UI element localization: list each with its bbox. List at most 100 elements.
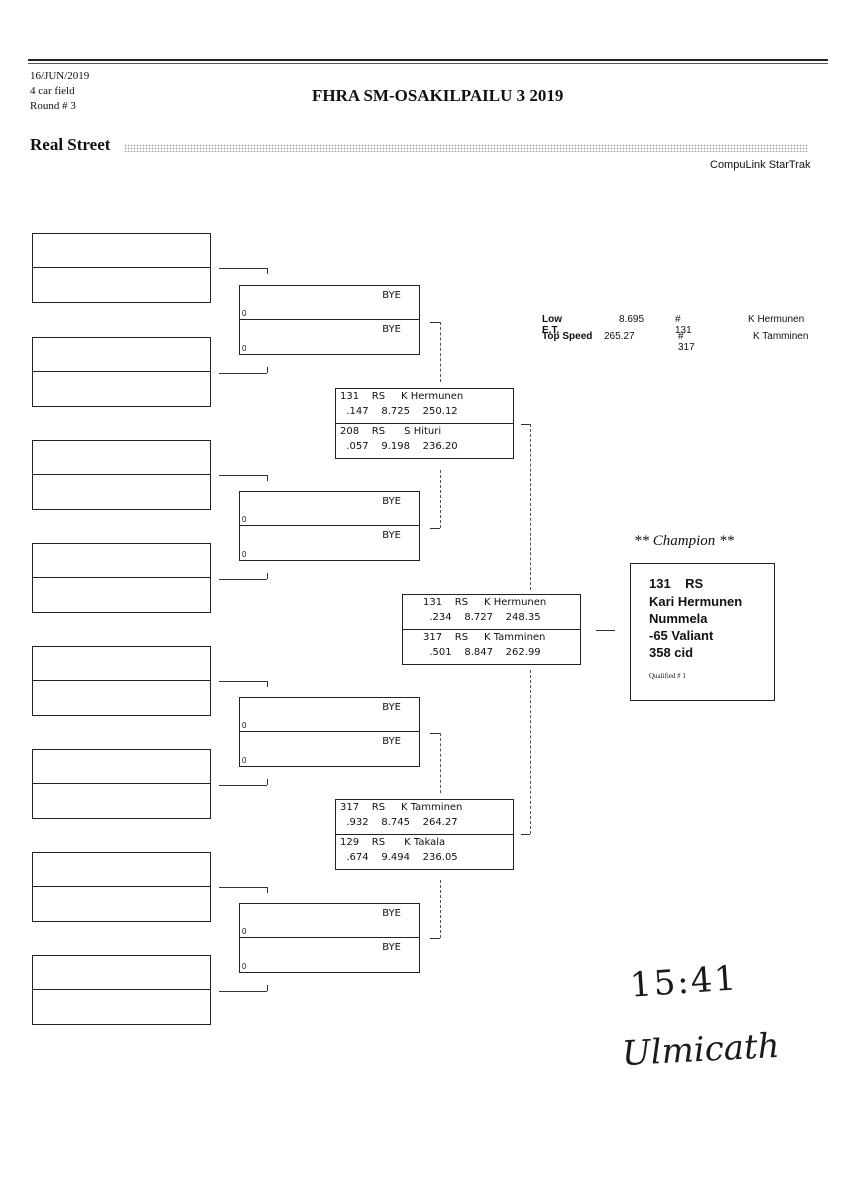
lane-slot [33,681,210,715]
connector [440,322,441,382]
connector [430,938,440,939]
round-number: Round # 3 [30,100,76,112]
connector [521,834,530,835]
r1-pair-2 [32,337,211,407]
connector [219,681,267,682]
r1-pair-1 [32,233,211,303]
semi-1-lane-bottom: 208 RS S Hituri .057 9.198 236.20 [336,424,513,459]
dotted-bar [124,144,808,152]
connector [219,268,267,269]
low-et-value: 8.695 [619,314,645,325]
champion-car: -65 Valiant [649,628,714,643]
connector [219,475,267,476]
champion-title: ** Champion ** [634,533,735,549]
zero-label: 0 [242,515,247,524]
connector [530,670,531,834]
lane-slot: BYE 0 [240,732,419,766]
connector [267,681,268,687]
class-name: Real Street [30,135,111,154]
connector [219,579,267,580]
semi-2: 317 RS K Tamminen .932 8.745 264.27 129 … [335,799,514,870]
bye-label: BYE [382,324,401,335]
bye-label: BYE [382,736,401,747]
champion-number-class: 131 RS [649,576,704,591]
event-date: 16/JUN/2019 [30,70,90,82]
lane-slot [33,647,210,681]
zero-label: 0 [242,927,247,936]
top-speed-label: Top Speed [542,331,593,342]
bye-label: BYE [382,908,401,919]
semi-1: 131 RS K Hermunen .147 8.725 250.12 208 … [335,388,514,459]
lane-slot [33,234,210,268]
connector [440,470,441,528]
r1-pair-7 [32,852,211,922]
connector [430,733,440,734]
connector [521,424,530,425]
r1-pair-3 [32,440,211,510]
connector [430,322,440,323]
final-box: 131 RS K Hermunen .234 8.727 248.35 317 … [402,594,581,665]
top-speed-value: 265.27 [604,331,635,342]
connector [267,573,268,579]
semi-2-lane-top: 317 RS K Tamminen .932 8.745 264.27 [336,800,513,835]
zero-label: 0 [242,756,247,765]
zero-label: 0 [242,721,247,730]
connector [267,985,268,991]
lane-slot [33,750,210,784]
zero-label: 0 [242,962,247,971]
lane-slot [33,990,210,1024]
result-line: .932 8.745 264.27 [340,817,458,828]
connector [430,528,440,529]
lane-slot [33,887,210,921]
racer-line: 317 RS K Tamminen [340,802,463,813]
lane-slot [33,372,210,406]
champion-box: 131 RS Kari Hermunen Nummela -65 Valiant… [630,563,775,701]
field-size: 4 car field [30,85,75,97]
lane-slot [33,956,210,990]
connector [440,880,441,938]
handwritten-signature: Ulmicath [621,1025,781,1075]
r1-pair-6 [32,749,211,819]
bye-label: BYE [382,942,401,953]
r2-pair-4: BYE 0 BYE 0 [239,903,420,973]
zero-label: 0 [242,344,247,353]
lane-slot [33,268,210,302]
connector [267,887,268,893]
final-lane-top: 131 RS K Hermunen .234 8.727 248.35 [403,595,580,630]
low-et-number: # 131 [675,314,692,336]
lane-slot: BYE 0 [240,938,419,972]
racer-line: 317 RS K Tamminen [423,632,546,643]
top-speed-number: # 317 [678,331,695,353]
result-line: .501 8.847 262.99 [423,647,541,658]
brand-label: CompuLink StarTrak [710,159,811,171]
connector [530,424,531,590]
racer-line: 208 RS S Hituri [340,426,442,437]
semi-2-lane-bottom: 129 RS K Takala .674 9.494 236.05 [336,835,513,870]
bye-label: BYE [382,530,401,541]
champion-city: Nummela [649,611,708,626]
r1-pair-8 [32,955,211,1025]
bye-label: BYE [382,702,401,713]
r1-pair-5 [32,646,211,716]
lane-slot [33,544,210,578]
handwritten-time: 15:41 [628,958,740,1006]
champion-engine: 358 cid [649,645,694,660]
lane-slot [33,784,210,818]
champion-name: Kari Hermunen [649,594,743,609]
r1-pair-4 [32,543,211,613]
connector [267,779,268,785]
low-et-name: K Hermunen [748,314,805,325]
result-line: .674 9.494 236.05 [340,852,458,863]
header-rule-thick [28,59,828,61]
r2-pair-3: BYE 0 BYE 0 [239,697,420,767]
event-title: FHRA SM-OSAKILPAILU 3 2019 [312,86,564,105]
result-line: .147 8.725 250.12 [340,406,458,417]
lane-slot: BYE 0 [240,904,419,938]
lane-slot [33,578,210,612]
low-et-label: Low E.T. [542,314,562,336]
